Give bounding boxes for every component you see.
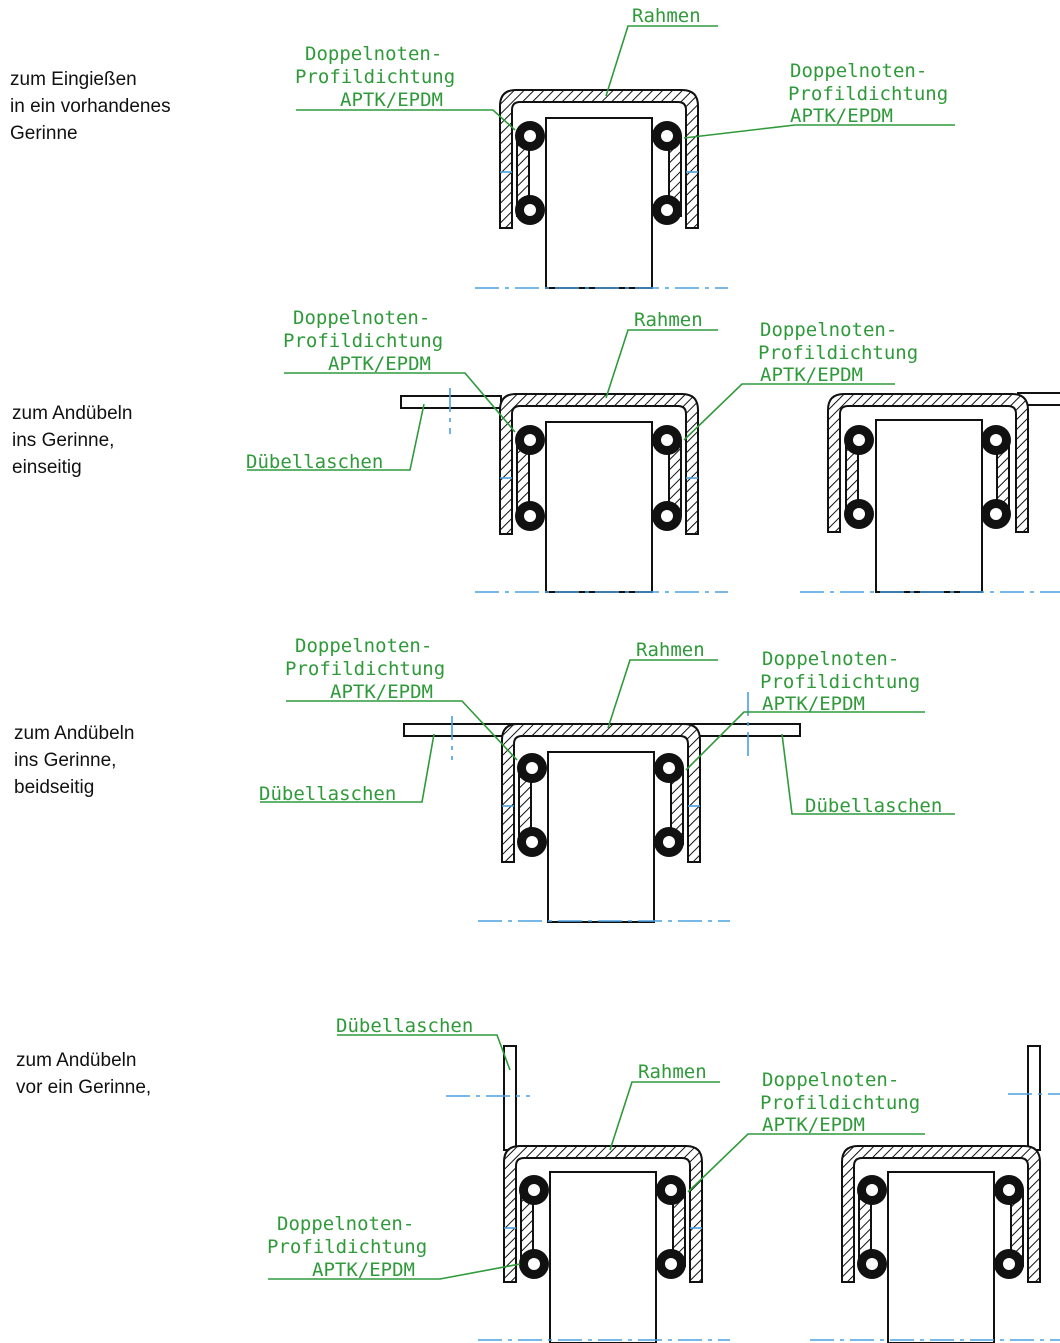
label-rahmen-3: Rahmen: [636, 639, 705, 661]
label-seal-left-4b: Profildichtung: [267, 1236, 427, 1258]
label-seal-left-1a: Doppelnoten-: [305, 43, 442, 65]
label-duebellaschen-3-right: Dübellaschen: [805, 795, 942, 817]
section-vor: Dübellaschen Rahmen Doppelnoten- Profild…: [267, 1015, 1060, 1343]
section-beidseitig: Rahmen Doppelnoten- Profildichtung APTK/…: [259, 635, 955, 923]
label-rahmen-4: Rahmen: [638, 1061, 707, 1083]
description-beidseitig: zum Andübeln ins Gerinne, beidseitig: [14, 723, 135, 798]
seal-rollers-left: [515, 121, 545, 225]
label-seal-right-3c: APTK/EPDM: [762, 693, 865, 715]
label-seal-left-4c: APTK/EPDM: [312, 1259, 415, 1281]
label-seal-left-2a: Doppelnoten-: [293, 307, 430, 329]
label-seal-left-3c: APTK/EPDM: [330, 681, 433, 703]
section-einseitig: Rahmen Doppelnoten- Profildichtung APTK/…: [246, 307, 1060, 593]
label-seal-left-4a: Doppelnoten-: [277, 1213, 414, 1235]
description-einseitig: zum Andübeln ins Gerinne, einseitig: [12, 403, 133, 478]
label-seal-left-1c: APTK/EPDM: [340, 89, 443, 111]
label-duebellaschen-3-left: Dübellaschen: [259, 783, 396, 805]
label-rahmen-1: Rahmen: [632, 5, 701, 27]
section-eingiessen: Rahmen Doppelnoten- Profildichtung APTK/…: [295, 5, 955, 289]
label-duebellaschen-2: Dübellaschen: [246, 451, 383, 473]
label-seal-left-3a: Doppelnoten-: [295, 635, 432, 657]
label-seal-right-2c: APTK/EPDM: [760, 364, 863, 386]
label-seal-right-4a: Doppelnoten-: [762, 1069, 899, 1091]
label-seal-left-3b: Profildichtung: [285, 658, 445, 680]
label-seal-right-3a: Doppelnoten-: [762, 648, 899, 670]
label-seal-left-1b: Profildichtung: [295, 66, 455, 88]
description-eingiessen: zum Eingießen in ein vorhandenes Gerinne: [10, 69, 171, 144]
label-seal-right-2b: Profildichtung: [758, 342, 918, 364]
label-seal-right-4b: Profildichtung: [760, 1092, 920, 1114]
label-seal-right-1a: Doppelnoten-: [790, 60, 927, 82]
label-seal-left-2b: Profildichtung: [283, 330, 443, 352]
label-seal-right-2a: Doppelnoten-: [760, 319, 897, 341]
label-rahmen-2: Rahmen: [634, 309, 703, 331]
label-seal-right-1b: Profildichtung: [788, 83, 948, 105]
label-seal-left-2c: APTK/EPDM: [328, 353, 431, 375]
label-duebellaschen-4: Dübellaschen: [336, 1015, 473, 1037]
description-vor: zum Andübeln vor ein Gerinne,: [16, 1050, 152, 1098]
label-seal-right-1c: APTK/EPDM: [790, 105, 893, 127]
label-seal-right-4c: APTK/EPDM: [762, 1114, 865, 1136]
seal-rollers-right: [652, 121, 682, 225]
label-seal-right-3b: Profildichtung: [760, 671, 920, 693]
